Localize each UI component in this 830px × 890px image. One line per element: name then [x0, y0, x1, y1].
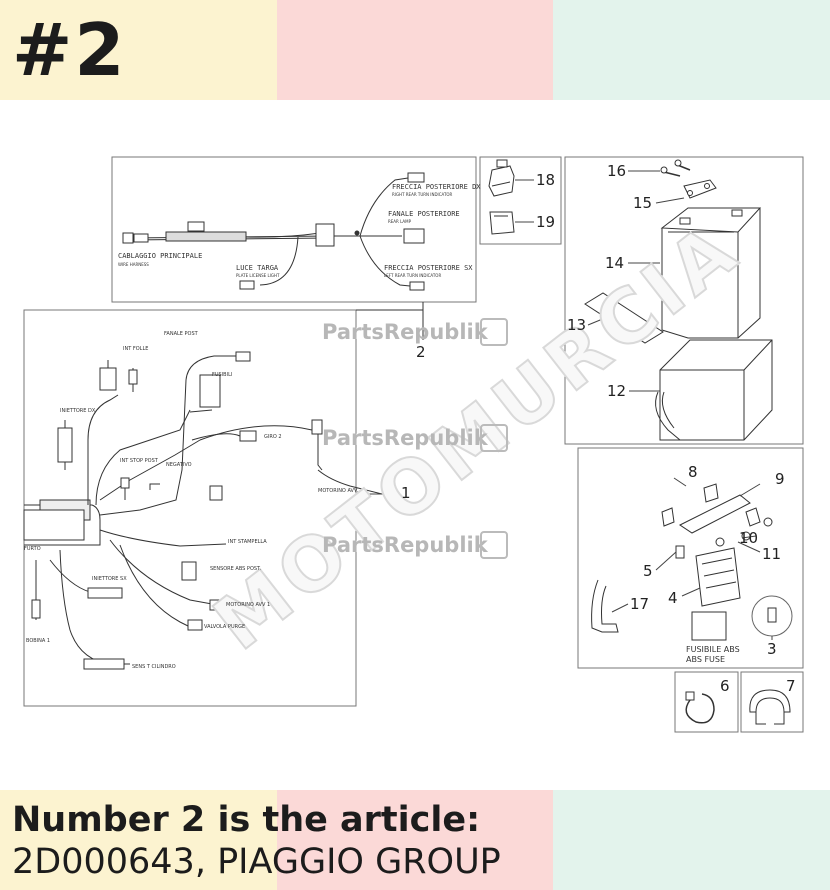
footer-band-middle — [277, 790, 553, 890]
label-fuse-en: ABS FUSE — [686, 655, 726, 664]
callout-15: 15 — [633, 194, 653, 212]
label-iniettore-sx: INIETTORE SX — [92, 576, 127, 582]
label-valvola-purge: VALVOLA PURGE — [204, 624, 246, 630]
harness-panel — [111, 156, 477, 303]
header-band-left — [0, 0, 277, 100]
callout-7: 7 — [786, 677, 796, 695]
label-fusibili: FUSIBILI — [212, 372, 233, 378]
part-number-title: #2 — [12, 8, 127, 92]
callout-11: 11 — [762, 545, 782, 563]
label-negativo: NEGATIVO — [166, 462, 192, 468]
fusebox-panel — [577, 447, 804, 669]
label-plate-light-sub: PLATE LICENSE LIGHT — [236, 273, 280, 278]
callout-1: 1 — [401, 484, 411, 502]
clip-7-shape — [749, 689, 791, 725]
label-rear-lamp-sub: REAR LAMP — [388, 219, 412, 224]
clip-7-panel — [740, 671, 804, 733]
label-right-turn-sub: RIGHT REAR TURN INDICATOR — [392, 192, 453, 197]
connectors-panel — [479, 156, 562, 245]
header-band-right — [553, 0, 830, 100]
connector-19-shape — [489, 211, 515, 235]
battery-tray-shape — [655, 339, 773, 441]
watermark-brand-3: PartsRepublik — [322, 533, 488, 557]
label-iniettore-dx: INIETTORE DX — [60, 408, 96, 414]
watermark-logo-1 — [480, 318, 508, 346]
label-bobina-1: BOBINA 1 — [26, 638, 51, 644]
label-sensore-abs-post: SENSORE ABS POST. — [210, 566, 262, 572]
battery-bolts-shape — [660, 159, 717, 199]
callout-3: 3 — [767, 640, 777, 658]
callout-12: 12 — [607, 382, 627, 400]
label-int-folle: INT FOLLE — [123, 346, 149, 352]
caption-article-heading: Number 2 is the article: — [12, 800, 481, 840]
label-left-turn-sub: LEFT REAR TURN INDICATOR — [384, 273, 442, 278]
label-furto: FURTO — [24, 546, 41, 552]
callout-18: 18 — [536, 171, 556, 189]
clip-6-panel — [674, 671, 739, 733]
callout-2: 2 — [416, 343, 426, 361]
harness-drawing — [122, 172, 425, 291]
label-fuse-it: FUSIBILE ABS — [686, 645, 740, 654]
footer-band-right — [553, 790, 830, 890]
label-int-stop-post: INT STOP POST — [120, 458, 158, 464]
callout-4: 4 — [668, 589, 678, 607]
label-right-turn: FRECCIA POSTERIORE DX — [392, 183, 481, 191]
callout-19: 19 — [536, 213, 556, 231]
label-plate-light: LUCE TARGA — [236, 264, 279, 272]
callout-5: 5 — [643, 562, 653, 580]
callout-14: 14 — [605, 254, 625, 272]
callout-6: 6 — [720, 677, 730, 695]
label-motorino-avv: MOTORINO AVV. — [318, 488, 359, 494]
label-sens-t-cilindro: SENS T CILINDRO — [132, 664, 176, 670]
callout-13: 13 — [567, 316, 587, 334]
label-motorino-avv-1: MOTORINO AVV 1 — [226, 602, 271, 608]
schematic-wires — [23, 302, 424, 670]
header-band-middle — [277, 0, 553, 100]
label-fanale-post: FANALE POST — [164, 331, 198, 337]
clip-6-shape — [685, 691, 715, 724]
label-giro-2: GIRO 2 — [264, 434, 282, 440]
schematic-panel — [23, 309, 357, 707]
caption-article-number: 2D000643, PIAGGIO GROUP — [12, 842, 501, 882]
callout-16: 16 — [607, 162, 627, 180]
label-main-harness: CABLAGGIO PRINCIPALE — [118, 252, 203, 260]
label-main-harness-sub: WIRE HARNESS — [118, 262, 149, 267]
battery-pad-shape — [584, 292, 664, 344]
footer-band-left — [0, 790, 277, 890]
battery-shape — [660, 207, 762, 339]
connector-18-shape — [488, 159, 515, 197]
battery-panel — [564, 156, 804, 445]
label-rear-lamp: FANALE POSTERIORE — [388, 210, 460, 218]
callout-17: 17 — [630, 595, 650, 613]
watermark-logo-3 — [480, 531, 508, 559]
label-int-stampella: INT STAMPELLA — [228, 539, 267, 545]
watermark-brand-2: PartsRepublik — [322, 426, 488, 450]
callout-10: 10 — [739, 529, 759, 547]
watermark-logo-2 — [480, 424, 508, 452]
label-left-turn: FRECCIA POSTERIORE SX — [384, 264, 473, 272]
watermark-brand-1: PartsRepublik — [322, 320, 488, 344]
callout-8: 8 — [688, 463, 698, 481]
callout-9: 9 — [775, 470, 785, 488]
